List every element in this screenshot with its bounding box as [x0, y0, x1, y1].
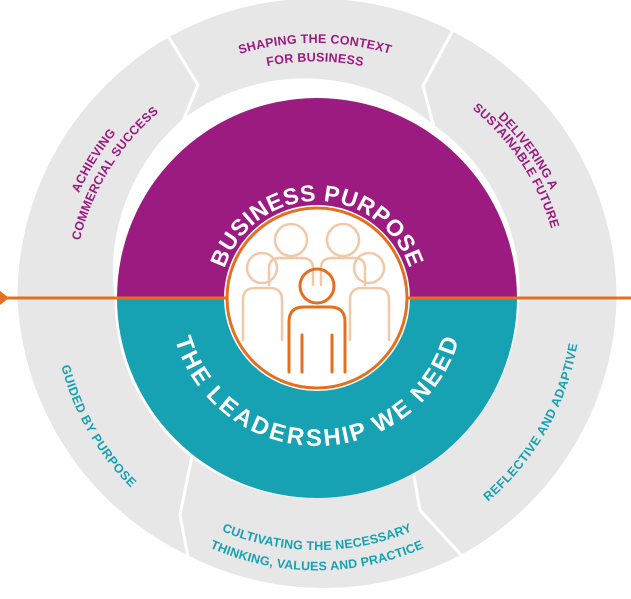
segment-guided-by-purpose	[14, 296, 194, 560]
left-arrow-icon	[0, 291, 9, 305]
leadership-band	[117, 298, 517, 498]
people-group-icon	[241, 222, 391, 374]
outer-ring	[14, 0, 620, 591]
business-purpose-band	[117, 98, 517, 298]
shaping-label-line2: FOR BUSINESS	[265, 50, 365, 69]
horizontal-axis-line	[0, 291, 631, 305]
segment-delivering-sustainable-future	[421, 27, 620, 300]
center-circle	[225, 206, 409, 390]
